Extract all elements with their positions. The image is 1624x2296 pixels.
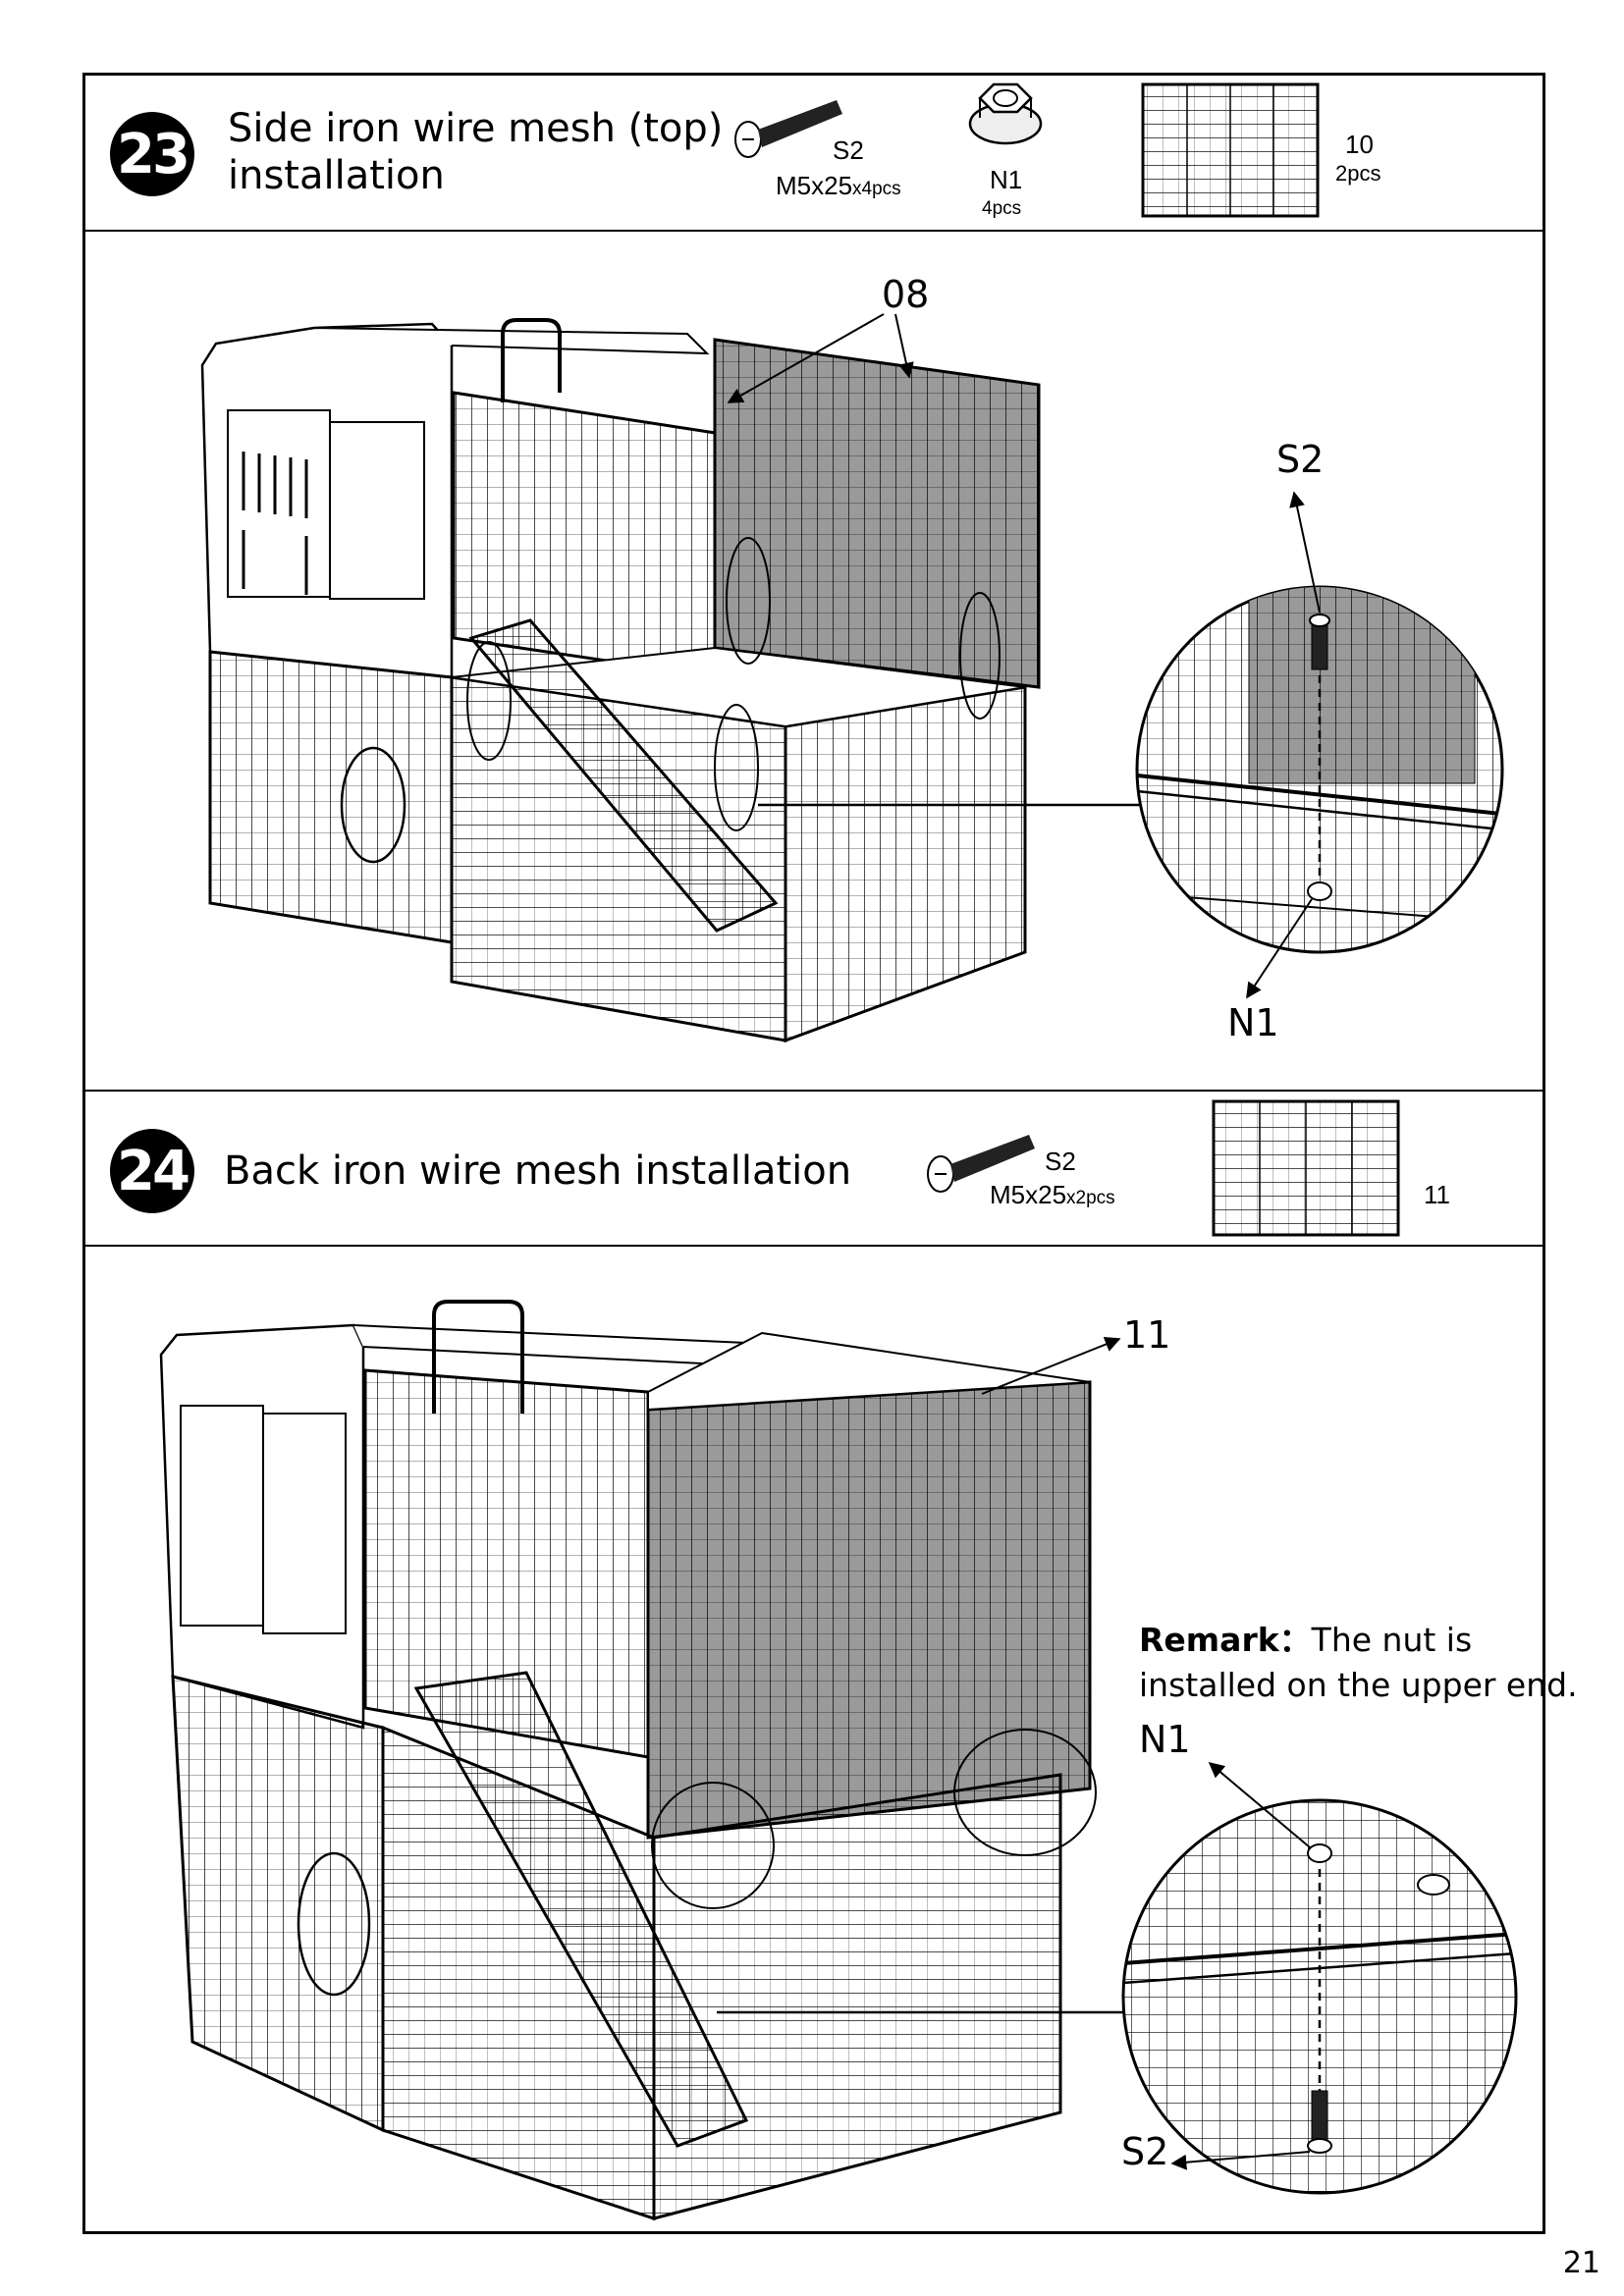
screw-s2-icon [927,1135,1035,1193]
callout-s2: S2 [1276,438,1325,481]
panel-11-icon [1212,1099,1400,1237]
screw-spec: M5x25 [776,171,853,200]
remark-line1: The nut is [1311,1621,1473,1659]
screw-code: S2 [833,135,864,165]
panel-10-icon [1141,82,1320,218]
step-24-badge: 24 [110,1129,194,1213]
detail-circle-step24 [1121,1761,1518,2195]
panel-qty: 2pcs [1335,161,1381,186]
remark-note: Remark：The nut is installed on the upper… [1139,1618,1578,1708]
screw-s2-icon [734,100,842,158]
divider [82,1245,1545,1247]
step-23-badge: 23 [110,112,194,196]
panel-code: 11 [1424,1180,1450,1209]
page-frame [82,73,1545,2234]
cage-illustration-step23 [200,313,1143,1043]
screw-spec: M5x25 [990,1180,1067,1209]
screw-qty: x2pcs [1066,1188,1115,1208]
nut-qty: 4pcs [982,198,1022,219]
callout-n1: N1 [1139,1718,1191,1761]
page-number: 21 [1562,2246,1600,2280]
callout-11: 11 [1123,1313,1171,1357]
callout-s2: S2 [1121,2130,1169,2173]
screw-qty: x4pcs [852,179,901,199]
cage-illustration-step24 [159,1300,1127,2221]
step-23-title-line2: installation [228,153,445,198]
screw-spec-line: M5x25x4pcs [776,171,901,201]
remark-line2: installed on the upper end. [1139,1666,1578,1704]
nut-code: N1 [990,165,1023,194]
callout-08: 08 [882,273,930,316]
nut-n1-icon [968,82,1043,145]
step-24-title: Back iron wire mesh installation [224,1148,852,1194]
divider [82,230,1545,232]
remark-label: Remark： [1139,1621,1312,1659]
screw-code: S2 [1045,1147,1076,1176]
detail-circle-step23 [1135,491,1504,999]
callout-n1: N1 [1227,1001,1279,1044]
step-23-title-line1: Side iron wire mesh (top) [228,106,724,151]
screw-spec-line: M5x25x2pcs [990,1180,1115,1210]
divider [82,1090,1545,1092]
panel-code: 10 [1345,130,1374,159]
